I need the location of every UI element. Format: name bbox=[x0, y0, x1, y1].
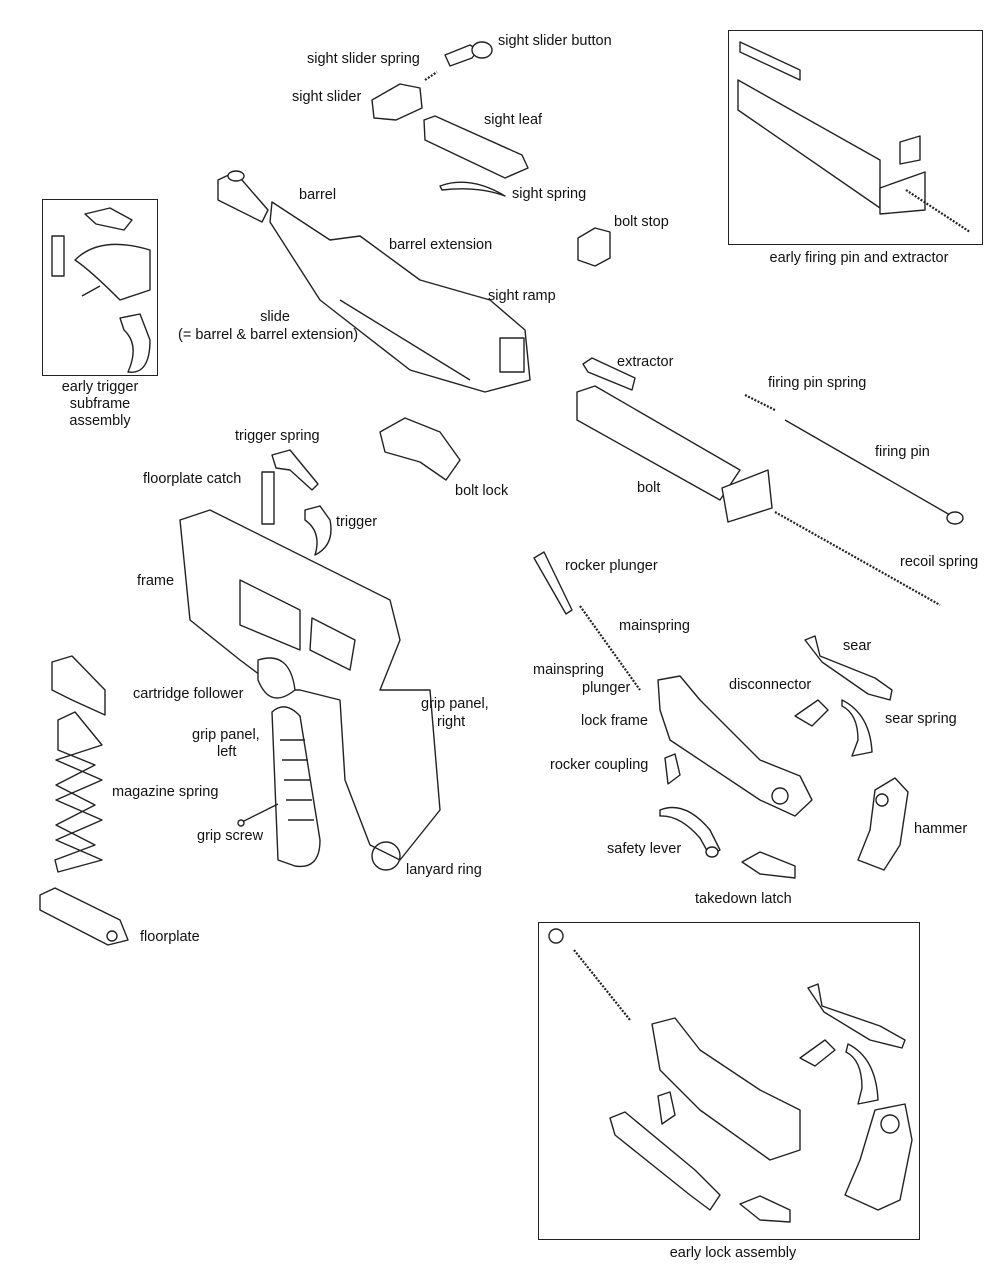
safety-lever-drawing bbox=[659, 806, 721, 858]
disconnector-drawing bbox=[794, 699, 829, 727]
slide-drawing bbox=[269, 201, 531, 393]
label-lanyard-ring: lanyard ring bbox=[406, 862, 482, 878]
label-early-trigger-line3: assembly bbox=[69, 413, 131, 429]
sight-slider-button-drawing bbox=[444, 41, 493, 67]
label-safety-lever: safety lever bbox=[607, 841, 682, 857]
label-trigger: trigger bbox=[336, 514, 378, 530]
bolt-stop-drawing bbox=[577, 227, 611, 267]
lock-frame-drawing bbox=[657, 675, 813, 817]
label-magazine-spring: magazine spring bbox=[112, 784, 219, 800]
trigger-spring-drawing bbox=[271, 449, 319, 491]
label-floorplate: floorplate bbox=[140, 929, 200, 945]
label-rocker-coupling: rocker coupling bbox=[550, 757, 649, 773]
label-slide: slide bbox=[260, 309, 290, 325]
label-sight-slider: sight slider bbox=[292, 89, 362, 105]
label-early-firing-pin: early firing pin and extractor bbox=[769, 250, 949, 266]
lanyard-ring-drawing bbox=[371, 841, 401, 871]
label-bolt: bolt bbox=[637, 480, 661, 496]
label-extractor: extractor bbox=[617, 354, 674, 370]
early-firing-pin-inset-frame bbox=[728, 30, 983, 245]
label-cartridge-follower: cartridge follower bbox=[133, 686, 244, 702]
label-frame: frame bbox=[137, 573, 175, 589]
magazine-spring-drawing bbox=[54, 711, 103, 873]
sight-slider-drawing bbox=[371, 83, 423, 121]
label-mainspring: mainspring bbox=[619, 618, 690, 634]
label-mainspring-plunger-line1: mainspring bbox=[533, 662, 604, 678]
rocker-coupling-drawing bbox=[664, 753, 681, 785]
rocker-plunger-drawing bbox=[533, 551, 573, 615]
label-sear: sear bbox=[843, 638, 872, 654]
label-grip-panel-left-line1: grip panel, bbox=[192, 727, 260, 743]
label-hammer: hammer bbox=[914, 821, 968, 837]
early-lock-drawing bbox=[548, 928, 913, 1223]
label-barrel: barrel bbox=[299, 187, 337, 203]
label-sear-spring: sear spring bbox=[885, 711, 957, 727]
label-sight-spring: sight spring bbox=[512, 186, 587, 202]
early-firing-pin-drawing bbox=[737, 41, 971, 233]
label-sight-ramp: sight ramp bbox=[488, 288, 556, 304]
trigger-drawing bbox=[304, 505, 332, 556]
label-sight-slider-spring: sight slider spring bbox=[307, 51, 420, 67]
sear-drawing bbox=[804, 635, 893, 701]
label-firing-pin: firing pin bbox=[875, 444, 930, 460]
label-sight-slider-button: sight slider button bbox=[498, 33, 612, 49]
label-sight-leaf: sight leaf bbox=[484, 112, 543, 128]
floorplate-drawing bbox=[39, 887, 129, 946]
label-grip-panel-right-line1: grip panel, bbox=[421, 696, 489, 712]
barrel-drawing bbox=[217, 170, 269, 223]
label-early-lock-assembly: early lock assembly bbox=[669, 1245, 797, 1261]
label-early-trigger-line2: subframe bbox=[69, 396, 131, 412]
label-disconnector: disconnector bbox=[729, 677, 812, 693]
label-recoil-spring: recoil spring bbox=[900, 554, 979, 570]
label-lock-frame: lock frame bbox=[581, 713, 648, 729]
label-rocker-plunger: rocker plunger bbox=[565, 558, 658, 574]
label-grip-screw: grip screw bbox=[197, 828, 264, 844]
hammer-drawing bbox=[857, 777, 909, 871]
sight-slider-spring-drawing bbox=[424, 71, 438, 81]
grip-screw-drawing bbox=[237, 803, 279, 827]
label-bolt-stop: bolt stop bbox=[614, 214, 669, 230]
sear-spring-drawing bbox=[841, 699, 873, 757]
extractor-drawing bbox=[582, 357, 636, 391]
bolt-drawing bbox=[576, 385, 773, 523]
label-bolt-lock: bolt lock bbox=[455, 483, 509, 499]
recoil-spring-drawing bbox=[774, 511, 941, 606]
firing-pin-drawing bbox=[784, 419, 964, 525]
early-trigger-inset-frame bbox=[42, 199, 158, 376]
floorplate-catch-drawing bbox=[261, 471, 275, 525]
label-barrel-extension: barrel extension bbox=[389, 237, 493, 253]
label-slide-note: (= barrel & barrel extension) bbox=[178, 327, 359, 343]
grip-panel-left-drawing bbox=[271, 706, 321, 868]
label-grip-panel-left-line2: left bbox=[217, 744, 237, 760]
takedown-latch-drawing bbox=[741, 851, 796, 879]
label-early-trigger-line1: early trigger bbox=[61, 379, 139, 395]
label-mainspring-plunger-line2: plunger bbox=[582, 680, 631, 696]
label-takedown-latch: takedown latch bbox=[695, 891, 792, 907]
label-trigger-spring: trigger spring bbox=[235, 428, 320, 444]
sight-leaf-drawing bbox=[423, 115, 529, 179]
label-firing-pin-spring: firing pin spring bbox=[768, 375, 867, 391]
cartridge-follower-drawing bbox=[51, 655, 106, 716]
early-lock-inset-frame bbox=[538, 922, 920, 1240]
label-floorplate-catch: floorplate catch bbox=[143, 471, 242, 487]
firing-pin-spring-drawing bbox=[744, 394, 776, 411]
bolt-lock-drawing bbox=[379, 417, 461, 481]
label-grip-panel-right-line2: right bbox=[437, 714, 466, 730]
sight-spring-drawing bbox=[439, 181, 506, 197]
early-trigger-drawing bbox=[51, 207, 151, 373]
frame-drawing bbox=[179, 509, 441, 861]
